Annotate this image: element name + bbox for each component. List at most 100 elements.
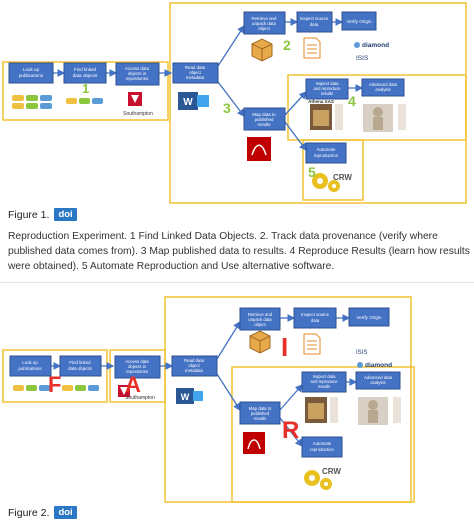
svg-text:results: results (254, 416, 267, 421)
svg-text:analysis: analysis (375, 87, 390, 92)
svg-text:Access data: Access data (125, 359, 149, 364)
step-number-3: 3 (223, 100, 231, 116)
frame-reusable (231, 366, 415, 503)
svg-text:object: object (258, 26, 270, 31)
svg-text:Find linked: Find linked (69, 360, 91, 365)
isis-logo: ISIS (356, 350, 367, 356)
frame-reproduce (287, 74, 467, 141)
data-strip (393, 397, 401, 423)
figure-2-label: Figure 2. (8, 506, 50, 519)
pdf-icon (247, 137, 271, 161)
svg-text:and reproduce: and reproduce (313, 86, 341, 91)
divider (0, 282, 474, 283)
node-verify: Verify Origin (341, 11, 377, 31)
node-access: Access data objects in repositories (115, 62, 160, 86)
svg-text:published: published (255, 117, 274, 122)
svg-text:reproduction: reproduction (314, 153, 339, 158)
university-crest-icon (128, 92, 142, 106)
diamond-logo: diamond (365, 362, 392, 369)
svg-text:object: object (254, 322, 266, 327)
database-icon (12, 95, 52, 109)
step-number-4: 4 (348, 93, 356, 109)
node-automate: Automate reproduction (301, 436, 343, 458)
svg-text:Advanced data: Advanced data (369, 82, 398, 87)
fair-letter-r: R (282, 417, 299, 444)
node-advanced: Advanced data analysis (361, 78, 405, 97)
svg-text:objects in: objects in (128, 71, 147, 76)
svg-text:data: data (310, 22, 319, 27)
athena-screenshot: Athena XAS (308, 99, 334, 130)
svg-text:results: results (321, 91, 333, 96)
svg-text:Inspect data: Inspect data (313, 374, 336, 379)
svg-text:Retrieve and: Retrieve and (248, 312, 273, 317)
node-map: Map data to published results (239, 401, 281, 425)
node-find: Find linked data objects (59, 355, 102, 377)
svg-text:Retrieve and: Retrieve and (252, 16, 277, 21)
figure-1-doi-link[interactable]: doi (54, 208, 77, 221)
frame-find (2, 61, 169, 121)
node-inspect-data: Inspect data and reproduce results (305, 78, 349, 100)
svg-text:Read data: Read data (185, 65, 206, 70)
database-icon (66, 98, 103, 104)
node-access: Access data objects in repositories (114, 355, 161, 379)
word-icon: W (176, 388, 203, 404)
statue-image (363, 104, 393, 132)
svg-text:and reproduce: and reproduce (310, 379, 338, 384)
node-read: Read data object metadata (172, 62, 219, 84)
svg-text:Verify Origin: Verify Origin (346, 19, 371, 24)
node-retrieve: Retrieve and unpack data object (239, 307, 281, 331)
node-read: Read data object metadata (171, 355, 218, 377)
gear-icon (312, 173, 340, 192)
data-strip (330, 397, 338, 423)
diamond-logo-icon (354, 42, 360, 48)
node-automate: Automate reproduction (305, 142, 347, 164)
svg-text:Inspect source: Inspect source (301, 312, 330, 317)
figure-1-caption: Reproduction Experiment. 1 Find Linked D… (8, 231, 470, 272)
svg-text:publications: publications (18, 366, 42, 371)
svg-text:unpack data: unpack data (248, 317, 272, 322)
step-number-2: 2 (283, 37, 291, 53)
node-inspect-source: Inspect source data (293, 307, 337, 329)
frame-automate (302, 139, 364, 201)
package-icon (249, 330, 271, 354)
figure-2-diagram: Look up publications Find linked data ob… (0, 292, 474, 504)
node-inspect-source: Inspect source data (296, 11, 333, 33)
svg-text:publications: publications (19, 73, 44, 78)
data-strip (398, 104, 406, 130)
svg-text:Map data to: Map data to (249, 406, 272, 411)
node-lookup: Look up publications (9, 355, 52, 377)
svg-text:Automate: Automate (313, 441, 332, 446)
diamond-logo: diamond (362, 42, 389, 49)
svg-text:data objects: data objects (68, 366, 92, 371)
svg-text:unpack data: unpack data (252, 21, 276, 26)
svg-text:Access data: Access data (125, 66, 149, 71)
fair-letter-f: F (48, 372, 61, 397)
svg-text:published: published (251, 411, 270, 416)
isis-logo: ISIS (356, 55, 369, 62)
svg-text:data: data (311, 318, 320, 323)
package-icon (251, 38, 273, 62)
node-verify: Verify Origin (348, 307, 390, 327)
svg-text:Verify Origin: Verify Origin (356, 315, 381, 320)
svg-text:Athena XAS: Athena XAS (308, 99, 334, 104)
crw-logo: CRW (322, 467, 341, 476)
node-retrieve: Retrieve and unpack data object (243, 11, 286, 35)
crw-logo: CRW (333, 173, 352, 182)
svg-text:Look up: Look up (23, 67, 40, 72)
pdf-icon (243, 432, 265, 454)
figure-2-caption-head: Figure 2. doi (8, 506, 77, 519)
svg-text:metadata: metadata (186, 75, 205, 80)
svg-text:Read data: Read data (184, 358, 204, 363)
svg-text:Look up: Look up (22, 360, 38, 365)
figure-1-caption-head: Figure 1. doi (8, 208, 77, 221)
svg-text:Automate: Automate (317, 147, 336, 152)
database-icon (13, 385, 50, 391)
fair-letter-a: A (125, 372, 141, 397)
southampton-logo: Southampton (123, 111, 153, 117)
svg-text:objects in: objects in (128, 364, 147, 369)
svg-text:W: W (181, 392, 190, 402)
figure-1-diagram: Look up publications Find linked data ob… (0, 0, 474, 205)
figure-2-doi-link[interactable]: doi (54, 506, 77, 519)
svg-text:Inspect data: Inspect data (316, 81, 339, 86)
gear-icon (304, 470, 332, 490)
